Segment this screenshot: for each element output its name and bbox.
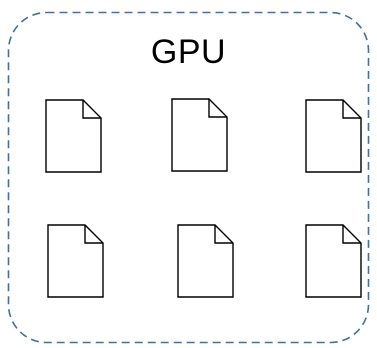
file-icon: [47, 224, 104, 298]
file-icon: [45, 99, 102, 173]
file-icon-grid: [45, 98, 362, 298]
file-icon: [305, 99, 362, 173]
file-icon: [177, 224, 234, 298]
file-icon: [305, 224, 362, 298]
file-icon: [171, 98, 228, 172]
gpu-label: GPU: [150, 33, 227, 71]
gpu-container-box: [7, 11, 370, 344]
